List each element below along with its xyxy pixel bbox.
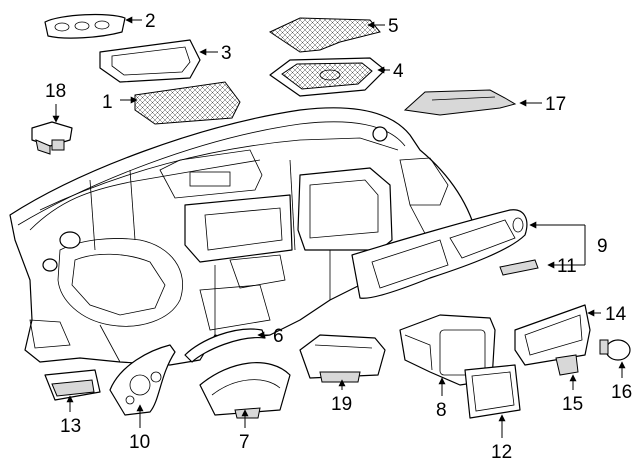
callout-14: 14 bbox=[605, 304, 627, 325]
part-2-vent-cover bbox=[44, 13, 126, 39]
part-15-clip bbox=[555, 354, 579, 376]
callout-8: 8 bbox=[436, 400, 447, 421]
callout-13: 13 bbox=[60, 416, 81, 437]
callout-15: 15 bbox=[562, 394, 583, 415]
part-8-display-housing bbox=[399, 314, 496, 386]
part-13-storage-tray bbox=[44, 369, 101, 401]
callout-3: 3 bbox=[221, 43, 232, 64]
part-14-glove-box bbox=[514, 304, 591, 366]
callout-16: 16 bbox=[611, 382, 632, 403]
part-4-defroster-grille bbox=[269, 57, 386, 97]
callout-5: 5 bbox=[388, 16, 399, 37]
callout-4: 4 bbox=[393, 61, 404, 82]
callout-9: 9 bbox=[597, 236, 608, 257]
part-12-display-panel bbox=[464, 364, 521, 419]
leader-lines bbox=[52, 16, 626, 438]
callout-2: 2 bbox=[145, 11, 156, 32]
callout-17: 17 bbox=[545, 94, 566, 115]
callout-6: 6 bbox=[273, 326, 284, 347]
callout-1: 1 bbox=[102, 92, 113, 113]
part-5-top-pad bbox=[268, 17, 381, 53]
callout-7: 7 bbox=[239, 432, 250, 453]
part-16-knob bbox=[599, 339, 631, 361]
part-11-switch-strip bbox=[499, 259, 539, 276]
part-19-knee-airbag bbox=[299, 334, 386, 383]
part-9-center-bezel bbox=[351, 209, 528, 299]
part-18-switch bbox=[31, 121, 73, 155]
part-1-speaker-grille bbox=[134, 81, 241, 125]
callout-10: 10 bbox=[129, 432, 150, 453]
callout-12: 12 bbox=[491, 442, 512, 463]
callout-19: 19 bbox=[331, 394, 352, 415]
callout-18: 18 bbox=[45, 81, 66, 102]
callout-11: 11 bbox=[557, 256, 577, 277]
callout-labels: 1 2 3 4 5 6 7 8 9 10 11 12 13 14 15 16 1… bbox=[45, 11, 632, 463]
part-17-side-cover bbox=[403, 89, 517, 116]
part-3-bezel-frame bbox=[99, 39, 201, 83]
instrument-panel bbox=[9, 107, 479, 366]
part-10-cluster-bezel bbox=[109, 344, 176, 416]
part-7-cluster-hood bbox=[199, 362, 291, 419]
